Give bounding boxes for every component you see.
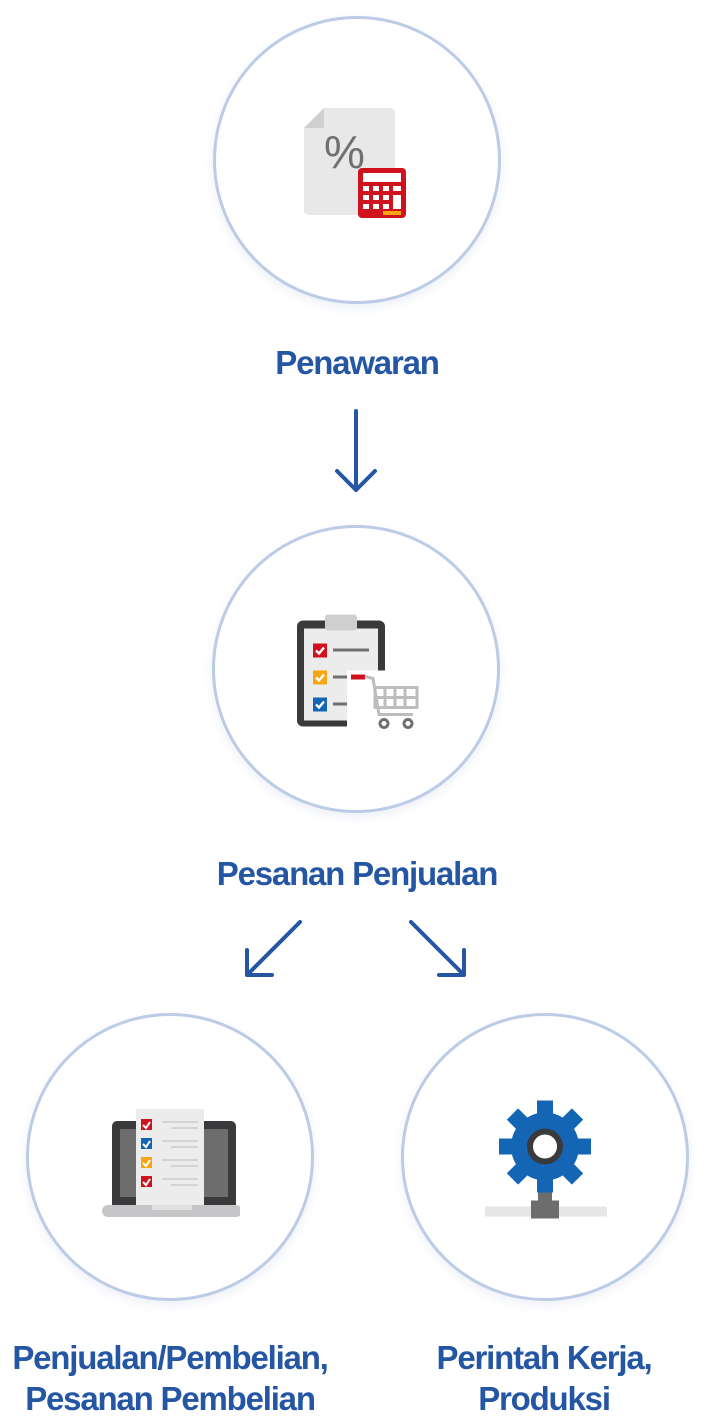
step-label-work-order-line2: Produksi (478, 1380, 611, 1417)
step-label-work-order-line1: Perintah Kerja, (436, 1339, 653, 1376)
step-label-work-order: Perintah Kerja, Produksi (374, 1337, 714, 1419)
step-work-order-circle (401, 1013, 689, 1301)
laptop-checklist-icon (102, 1109, 240, 1217)
gear-network-icon (485, 1100, 607, 1219)
svg-text:%: % (324, 126, 365, 178)
step-label-purchase: Penjualan/Pembelian, Pesanan Pembelian (0, 1337, 340, 1419)
quotation-calculator-icon: % (304, 108, 406, 218)
arrow-down-left-icon (245, 920, 302, 977)
step-purchase-circle (26, 1013, 314, 1301)
step-quotation-circle: % (213, 16, 501, 304)
checklist-cart-icon (297, 614, 421, 732)
step-sales-order-circle (212, 525, 500, 813)
step-label-sales-order: Pesanan Penjualan (216, 855, 499, 892)
arrow-down-right-icon (409, 920, 466, 977)
step-label-quotation: Penawaran (275, 344, 440, 381)
step-label-purchase-line1: Penjualan/Pembelian, (12, 1339, 328, 1376)
step-label-purchase-line2: Pesanan Pembelian (25, 1380, 316, 1417)
arrow-down-icon (335, 409, 377, 492)
